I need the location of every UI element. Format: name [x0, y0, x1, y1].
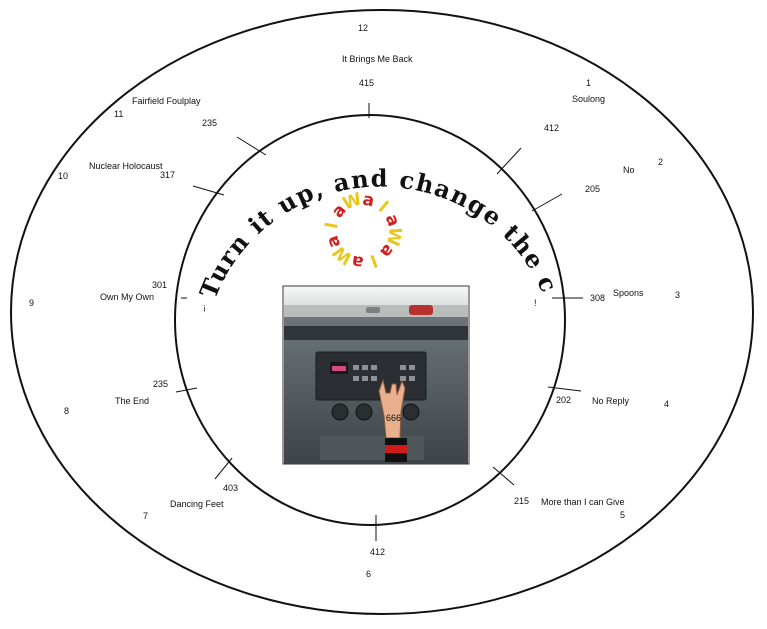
track-title-8: The End [115, 396, 149, 406]
track-time-8: 235 [153, 379, 168, 389]
track-time-10: 317 [160, 170, 175, 180]
track-title-9: Own My Own [100, 292, 154, 302]
track-title-4: No Reply [592, 396, 630, 406]
track-titles: It Brings Me Back Soulong No Spoons No R… [89, 54, 644, 509]
track-time-7: 403 [223, 483, 238, 493]
position-1: 1 [586, 78, 591, 88]
track-time-1: 412 [544, 123, 559, 133]
exclaim-left: ¡ [203, 302, 206, 312]
track-title-12: It Brings Me Back [342, 54, 413, 64]
wala-letter: l [322, 221, 343, 230]
tick-lines [175, 103, 583, 541]
position-3: 3 [675, 290, 680, 300]
wala-letter: W [382, 225, 405, 247]
track-time-4: 202 [556, 395, 571, 405]
position-10: 10 [58, 171, 68, 181]
track-title-2: No [623, 165, 635, 175]
position-7: 7 [143, 511, 148, 521]
position-6: 6 [366, 569, 371, 579]
climate-knob-mid [355, 403, 373, 421]
track-title-7: Dancing Feet [170, 499, 224, 509]
position-4: 4 [664, 399, 669, 409]
inner-ring [174, 114, 566, 526]
track-times: 415 412 205 308 202 215 412 403 235 301 … [152, 78, 605, 557]
position-8: 8 [64, 406, 69, 416]
track-time-6: 412 [370, 547, 385, 557]
track-title-10: Nuclear Holocaust [89, 161, 163, 171]
track-time-5: 215 [514, 496, 529, 506]
position-11: 11 [114, 109, 123, 119]
position-5: 5 [620, 510, 625, 520]
hand-text: 666 [386, 413, 401, 423]
track-title-5: More than I can Give [541, 497, 625, 507]
track-time-11: 235 [202, 118, 217, 128]
wala-letter: l [367, 250, 379, 271]
position-2: 2 [658, 157, 663, 167]
wala-letter: a [350, 251, 365, 273]
car-dashboard-photo: 666 [282, 285, 470, 465]
track-time-2: 205 [585, 184, 600, 194]
red-car-icon [409, 305, 433, 315]
exclaim-right: ! [534, 298, 537, 308]
climate-knob-left [331, 403, 349, 421]
rock-hand-icon: 666 [378, 378, 407, 462]
position-9: 9 [29, 298, 34, 308]
outer-ring [10, 9, 754, 615]
wala-letter: l [374, 198, 391, 217]
wala-letter: a [361, 190, 376, 212]
track-time-12: 415 [359, 78, 374, 88]
track-title-1: Soulong [572, 94, 605, 104]
position-12: 12 [358, 23, 368, 33]
track-positions: 12 1 2 3 4 5 6 7 8 9 10 11 [29, 23, 680, 579]
track-title-11: Fairfield Foulplay [132, 96, 201, 106]
track-time-3: 308 [590, 293, 605, 303]
track-title-3: Spoons [613, 288, 644, 298]
climate-knob-right [402, 403, 420, 421]
track-time-9: 301 [152, 280, 167, 290]
